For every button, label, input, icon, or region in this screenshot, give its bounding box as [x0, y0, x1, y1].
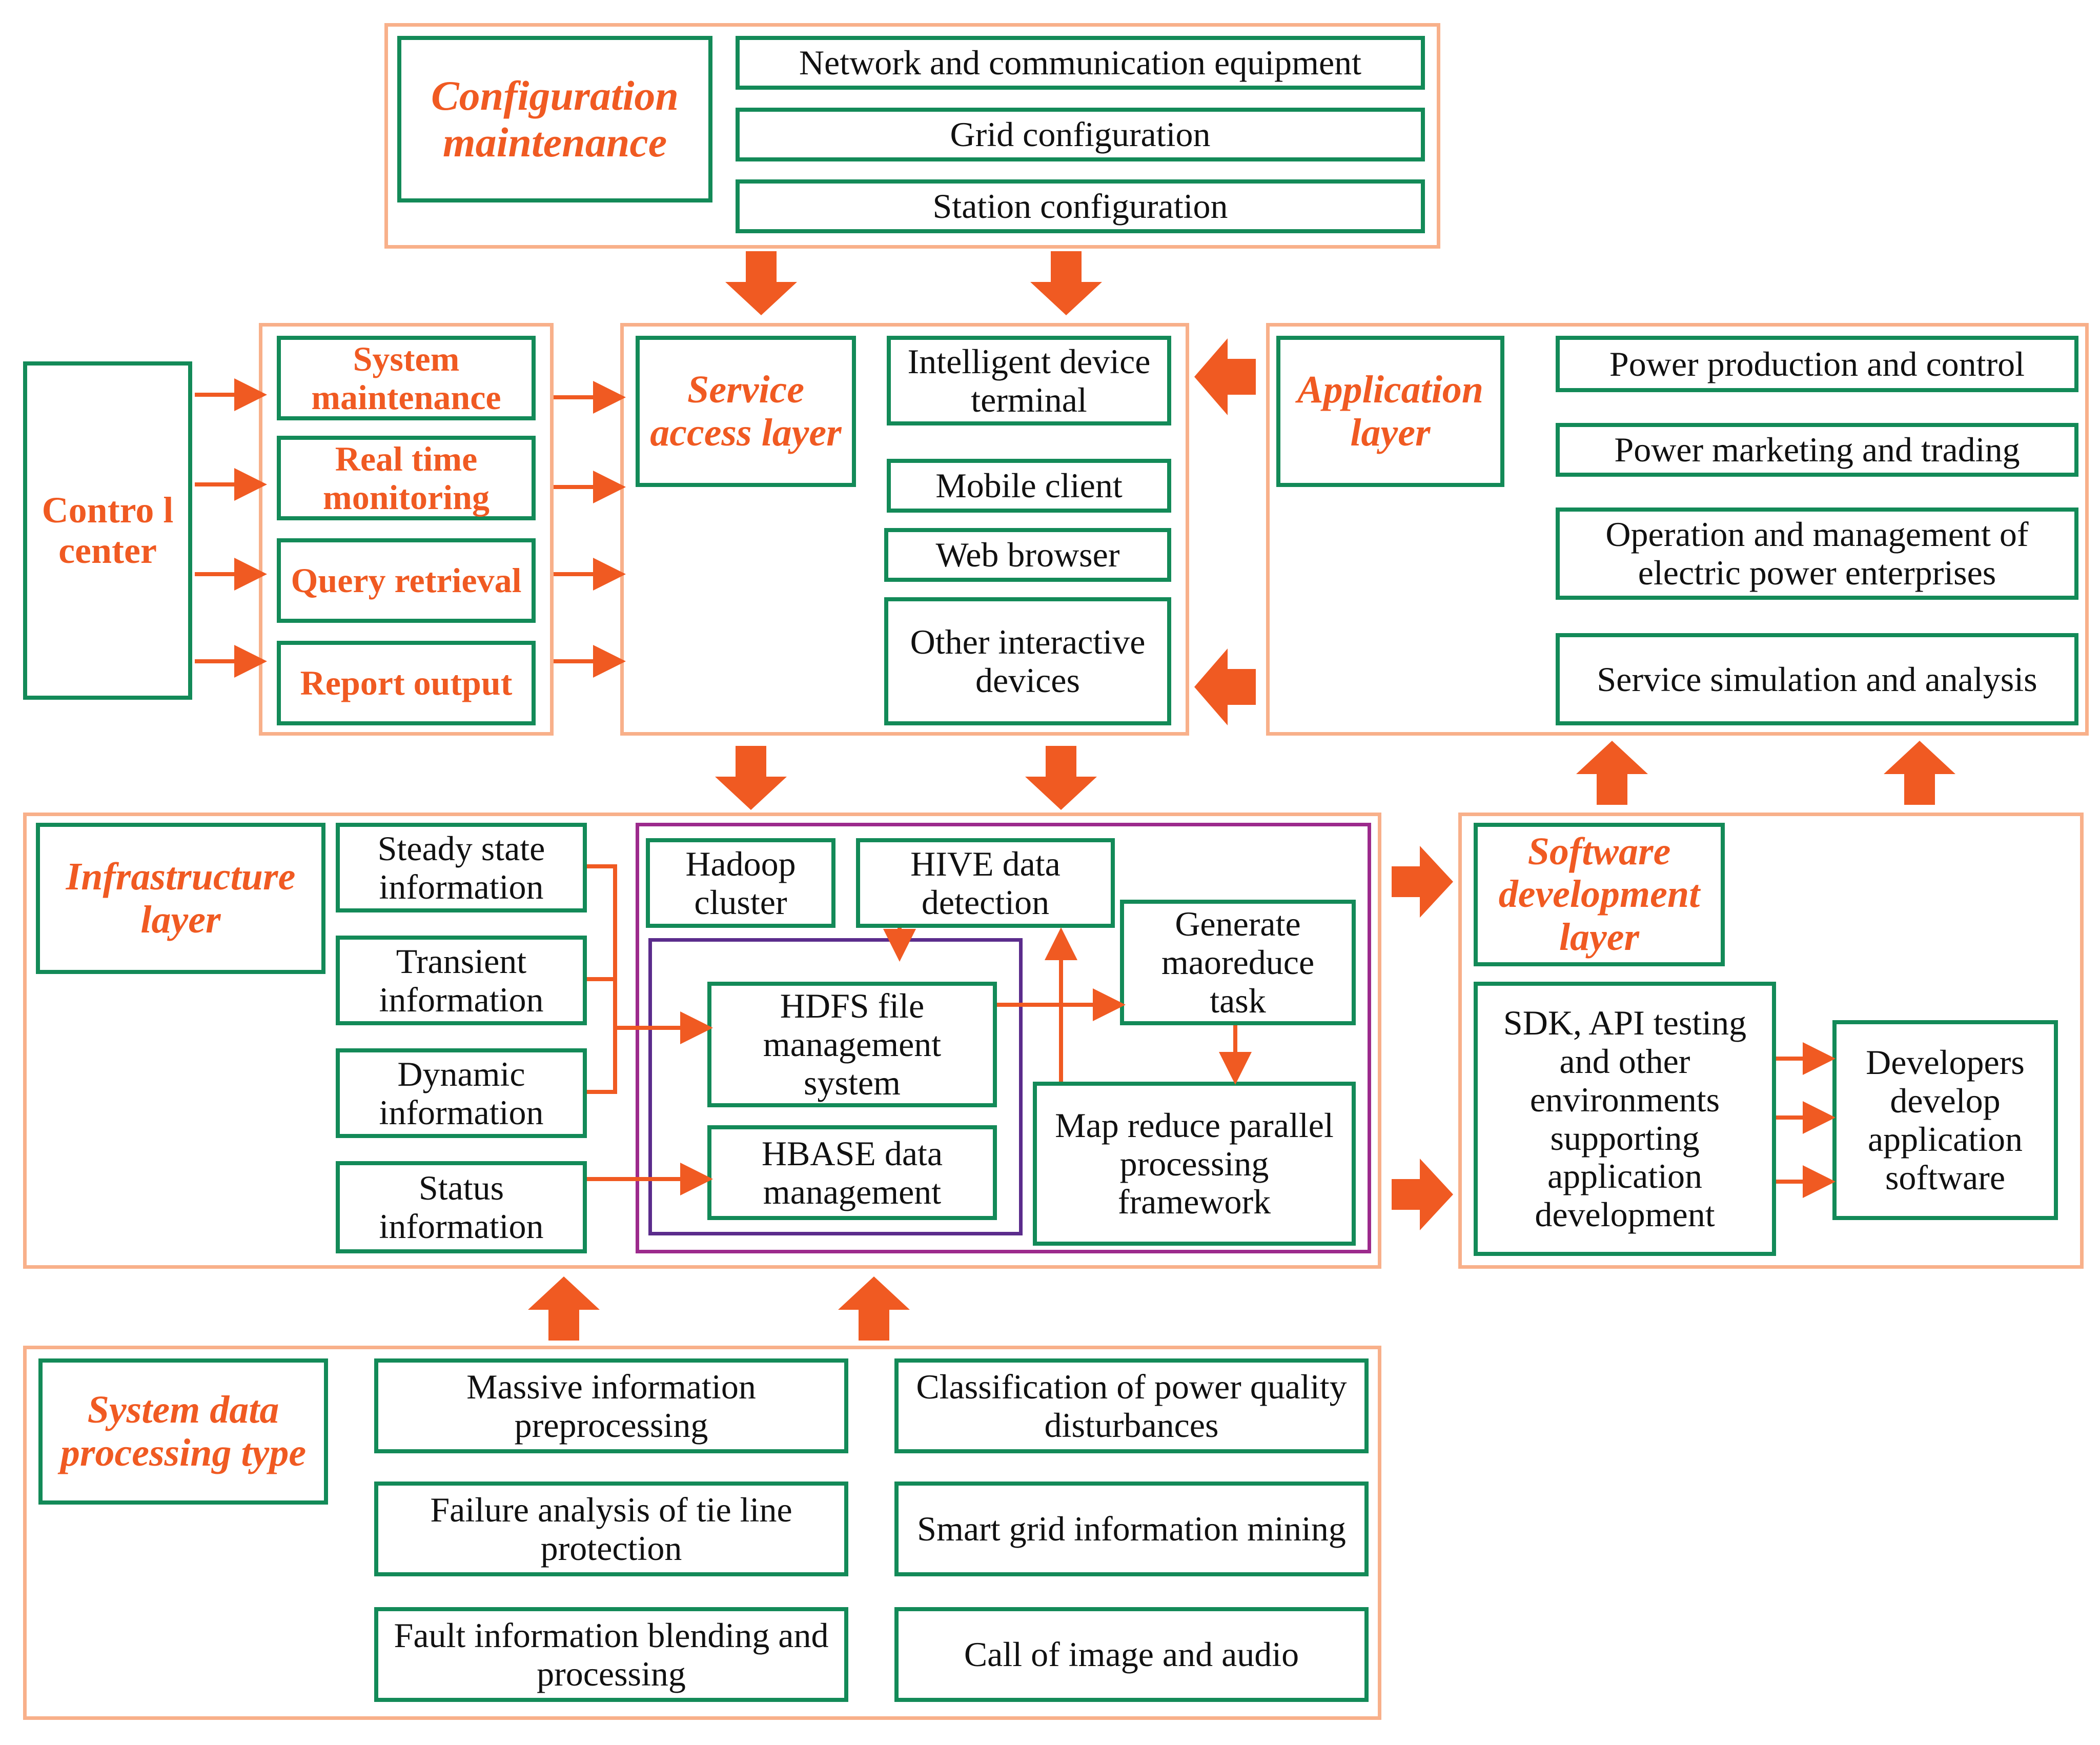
sdk-api-testing: SDK, API testing and other environments … [1474, 982, 1776, 1256]
report-output: Report output [277, 641, 536, 725]
configuration-title: Configuration maintenance [397, 36, 712, 202]
control-items-section [259, 323, 554, 736]
classification-power-quality: Classification of power quality disturba… [894, 1358, 1369, 1453]
query-retrieval: Query retrieval [277, 538, 536, 623]
block-arrow-down [1030, 251, 1102, 315]
app-item-service-simulation: Service simulation and analysis [1556, 633, 2078, 725]
block-arrow-right [1392, 846, 1453, 918]
configuration-section [384, 23, 1440, 249]
infrastructure-section [23, 813, 1381, 1269]
steady-state-information: Steady state information [336, 823, 587, 912]
service-access-section [620, 323, 1189, 736]
hadoop-frame [636, 823, 1371, 1253]
intelligent-device-terminal: Intelligent device terminal [887, 336, 1171, 425]
hdfs-file-management: HDFS file management system [707, 982, 997, 1107]
fault-information-blending: Fault information blending and processin… [374, 1607, 848, 1702]
block-arrow-down [715, 746, 787, 810]
call-image-audio: Call of image and audio [894, 1607, 1369, 1702]
hdfs-hbase-frame [648, 938, 1023, 1235]
hadoop-cluster: Hadoop cluster [646, 838, 835, 928]
application-title: Application layer [1276, 336, 1504, 487]
block-arrow-up [838, 1276, 910, 1341]
mobile-client: Mobile client [887, 459, 1171, 513]
app-item-power-production: Power production and control [1556, 336, 2078, 392]
hbase-data-management: HBASE data management [707, 1125, 997, 1220]
other-interactive-devices: Other interactive devices [884, 597, 1171, 725]
system-maintenance: System maintenance [277, 336, 536, 420]
config-item-grid: Grid configuration [736, 108, 1425, 161]
failure-analysis-tie-line: Failure analysis of tie line protection [374, 1482, 848, 1576]
control-center: Contro l center [23, 361, 192, 700]
developers-develop-software: Developers develop application software [1832, 1020, 2058, 1220]
hive-data-detection: HIVE data detection [856, 838, 1115, 928]
block-arrow-right [1392, 1159, 1453, 1230]
system-data-title: System data processing type [38, 1358, 328, 1505]
software-dev-section [1458, 813, 2084, 1269]
block-arrow-up [528, 1276, 600, 1341]
transient-information: Transient information [336, 936, 587, 1025]
app-item-power-marketing: Power marketing and trading [1556, 423, 2078, 477]
application-section [1266, 323, 2089, 736]
generate-mapreduce-task: Generate maoreduce task [1120, 900, 1356, 1025]
config-item-station: Station configuration [736, 179, 1425, 233]
web-browser: Web browser [884, 528, 1171, 582]
smart-grid-information-mining: Smart grid information mining [894, 1482, 1369, 1576]
app-item-operation-management: Operation and management of electric pow… [1556, 508, 2078, 600]
status-information: Status information [336, 1161, 587, 1253]
block-arrow-down [725, 251, 797, 315]
service-access-title: Service access layer [636, 336, 856, 487]
massive-information-preprocessing: Massive information preprocessing [374, 1358, 848, 1453]
dynamic-information: Dynamic information [336, 1048, 587, 1138]
block-arrow-up [1576, 741, 1648, 805]
infrastructure-title: Infrastructure layer [36, 823, 325, 974]
block-arrow-left [1194, 338, 1256, 415]
config-item-network: Network and communication equipment [736, 36, 1425, 90]
block-arrow-up [1884, 741, 1955, 805]
software-dev-title: Software development layer [1474, 823, 1725, 966]
real-time-monitoring: Real time monitoring [277, 436, 536, 520]
block-arrow-down [1025, 746, 1097, 810]
map-reduce-framework: Map reduce parallel processing framework [1033, 1082, 1356, 1246]
system-data-section [23, 1346, 1381, 1720]
block-arrow-left [1194, 648, 1256, 725]
